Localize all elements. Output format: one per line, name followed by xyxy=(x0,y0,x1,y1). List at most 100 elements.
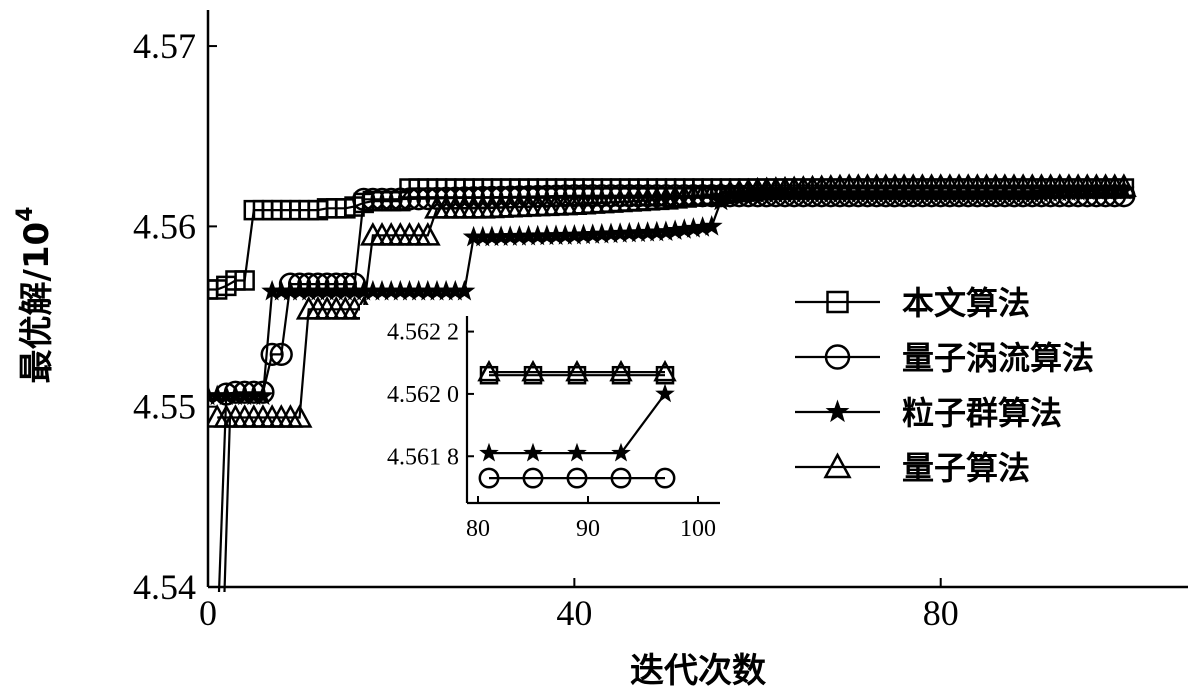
y-axis-title: 最优解/104 xyxy=(13,206,57,383)
inset-background xyxy=(360,305,735,553)
inset-data-point xyxy=(522,467,544,489)
y-tick-label: 4.57 xyxy=(133,26,196,66)
star-marker xyxy=(453,279,476,301)
inset-y-tick-label: 4.562 2 xyxy=(387,320,459,346)
inset-data-point xyxy=(566,467,588,489)
triangle-marker xyxy=(477,359,501,382)
star-marker xyxy=(523,442,543,462)
data-point xyxy=(260,342,284,366)
data-point xyxy=(286,404,313,428)
inset-x-tick-label: 100 xyxy=(680,516,716,542)
inset-x-tick-label: 90 xyxy=(576,516,600,542)
circle-marker xyxy=(478,467,500,489)
y-tick-label: 4.54 xyxy=(133,567,196,607)
circle-marker xyxy=(260,342,284,366)
data-point xyxy=(379,187,403,211)
data-point xyxy=(370,187,394,211)
triangle-marker xyxy=(521,359,545,382)
legend-item: 量子涡流算法 xyxy=(795,339,1094,377)
data-point xyxy=(352,187,376,211)
triangle-marker xyxy=(414,221,441,246)
circle-marker xyxy=(522,467,544,489)
data-point xyxy=(234,270,255,291)
square-marker xyxy=(826,290,849,314)
x-tick-label: 80 xyxy=(923,593,959,633)
inset-data-point xyxy=(609,359,633,382)
legend-item: 量子算法 xyxy=(795,449,1030,487)
series-triangle xyxy=(208,173,1137,428)
star-marker xyxy=(479,442,499,462)
inset-data-point xyxy=(478,467,500,489)
data-point xyxy=(414,221,441,246)
circle-marker xyxy=(397,187,422,211)
circle-marker xyxy=(361,187,385,211)
triangle-marker xyxy=(1110,173,1137,197)
inset-data-point xyxy=(477,359,501,382)
inset-y-tick-label: 4.562 0 xyxy=(387,382,459,408)
circle-marker xyxy=(654,467,676,489)
x-tick-label: 40 xyxy=(556,593,592,633)
y-axis-title-text: 最优解/10 xyxy=(17,222,57,384)
inset-series-circle xyxy=(478,467,676,489)
inset-data-point xyxy=(523,442,543,462)
legend-item: 粒子群算法 xyxy=(795,394,1062,432)
data-point xyxy=(397,187,422,211)
inset-data-point xyxy=(655,383,675,403)
legend-label: 量子涡流算法 xyxy=(902,339,1094,377)
star-marker xyxy=(252,384,274,406)
inset-data-point xyxy=(653,359,677,382)
circle-marker xyxy=(610,467,632,489)
x-axis-title: 迭代次数 xyxy=(630,651,766,691)
data-point xyxy=(269,342,293,366)
inset-series-star xyxy=(479,383,675,462)
inset-data-point xyxy=(479,442,499,462)
series-drop-line xyxy=(223,417,232,593)
data-point xyxy=(407,187,431,211)
data-point xyxy=(252,384,274,406)
circle-marker xyxy=(370,187,394,211)
triangle-marker xyxy=(286,404,313,428)
y-tick-label: 4.56 xyxy=(133,206,196,246)
inset-data-point xyxy=(521,359,545,382)
legend-label: 粒子群算法 xyxy=(902,394,1062,432)
inset-x-tick-label: 80 xyxy=(466,516,490,542)
triangle-marker xyxy=(823,452,852,479)
star-marker xyxy=(611,442,631,462)
data-point xyxy=(453,279,476,301)
legend-marker-circle xyxy=(824,344,851,370)
star-marker xyxy=(567,442,587,462)
data-point xyxy=(361,187,385,211)
legend-marker-star xyxy=(825,399,850,423)
inset-y-tick-label: 4.561 8 xyxy=(387,444,459,470)
legend-label: 本文算法 xyxy=(902,284,1030,322)
inset-data-point xyxy=(565,359,589,382)
circle-marker xyxy=(269,342,293,366)
triangle-marker xyxy=(609,359,633,382)
circle-marker xyxy=(379,187,403,211)
y-tick-label: 4.55 xyxy=(133,387,196,427)
data-point xyxy=(388,187,412,211)
legend-marker-square xyxy=(826,290,849,314)
star-marker xyxy=(655,383,675,403)
star-marker xyxy=(700,215,723,236)
inset-data-point xyxy=(567,442,587,462)
data-point xyxy=(700,215,723,236)
triangle-marker xyxy=(565,359,589,382)
legend-label: 量子算法 xyxy=(902,449,1030,487)
inset-data-point xyxy=(611,442,631,462)
circle-marker xyxy=(407,187,431,211)
legend-marker-triangle xyxy=(823,452,852,479)
star-marker xyxy=(825,399,850,423)
x-tick-label: 0 xyxy=(199,593,217,633)
circle-marker xyxy=(352,187,376,211)
y-axis-title-exponent: 4 xyxy=(13,206,38,221)
inset-data-point xyxy=(610,467,632,489)
data-point xyxy=(1110,173,1137,197)
circle-marker xyxy=(388,187,412,211)
legend-item: 本文算法 xyxy=(795,284,1030,322)
inset-series-triangle xyxy=(477,359,677,382)
inset-data-point xyxy=(654,467,676,489)
square-marker xyxy=(234,270,255,291)
